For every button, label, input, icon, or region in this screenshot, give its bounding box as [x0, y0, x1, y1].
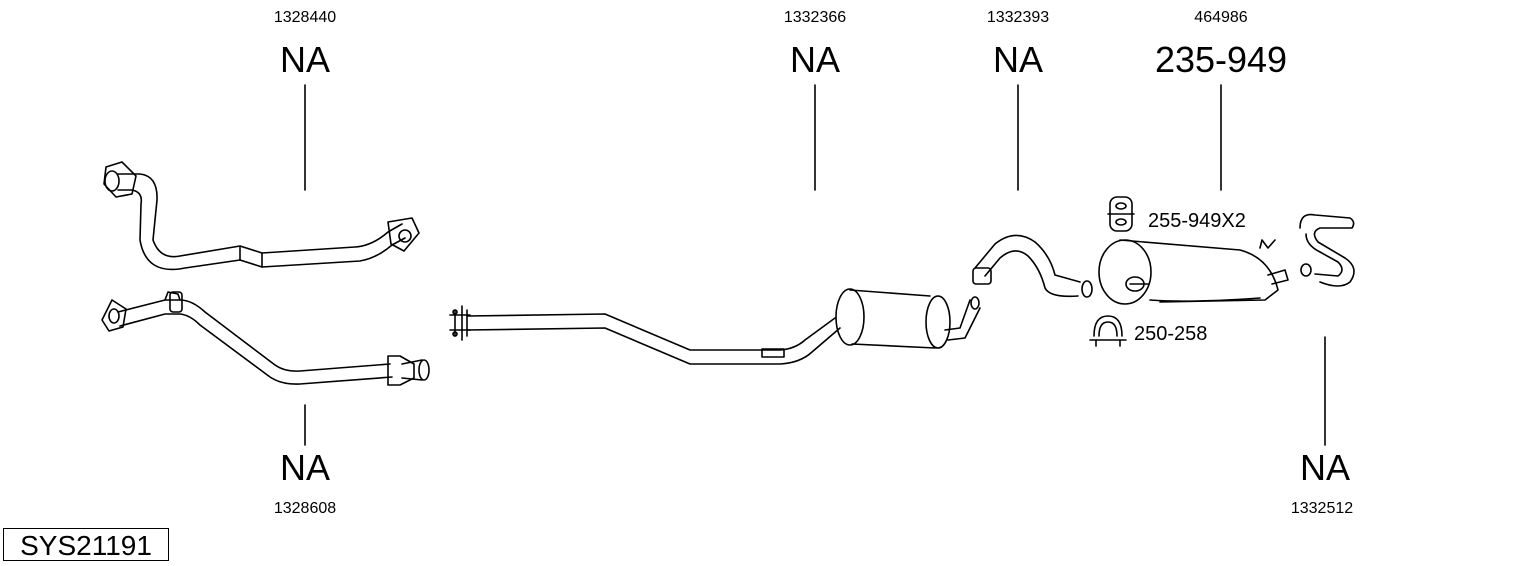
tail-pipe [1299, 213, 1355, 287]
oem-number-label: 1328440 [273, 9, 337, 26]
oem-number-label: 464986 [1194, 9, 1248, 26]
connecting-pipe-s-bend [972, 234, 1093, 298]
reference-number-label: 235-949 [1154, 39, 1288, 80]
hanger-accessory-label: 255-949X2 [1148, 210, 1246, 232]
front-pipe-lower [101, 291, 430, 386]
rubber-hanger-icon [1107, 196, 1135, 232]
front-pipe-upper [103, 161, 420, 271]
oem-number-label: 1332512 [1290, 500, 1354, 517]
system-code-box: SYS21191 [3, 528, 169, 561]
oem-number-label: 1332366 [783, 9, 847, 26]
reference-number-label: NA [279, 447, 331, 488]
reference-number-label: NA [1299, 447, 1351, 488]
intermediate-pipe-center-muffler [449, 288, 981, 365]
reference-number-label: NA [279, 39, 331, 80]
reference-number-label: NA [992, 39, 1044, 80]
rear-muffler [1098, 239, 1289, 305]
u-clamp-icon [1089, 315, 1127, 347]
reference-number-label: NA [789, 39, 841, 80]
oem-number-label: 1332393 [986, 9, 1050, 26]
oem-number-label: 1328608 [273, 500, 337, 517]
clamp-accessory-label: 250-258 [1134, 323, 1208, 345]
